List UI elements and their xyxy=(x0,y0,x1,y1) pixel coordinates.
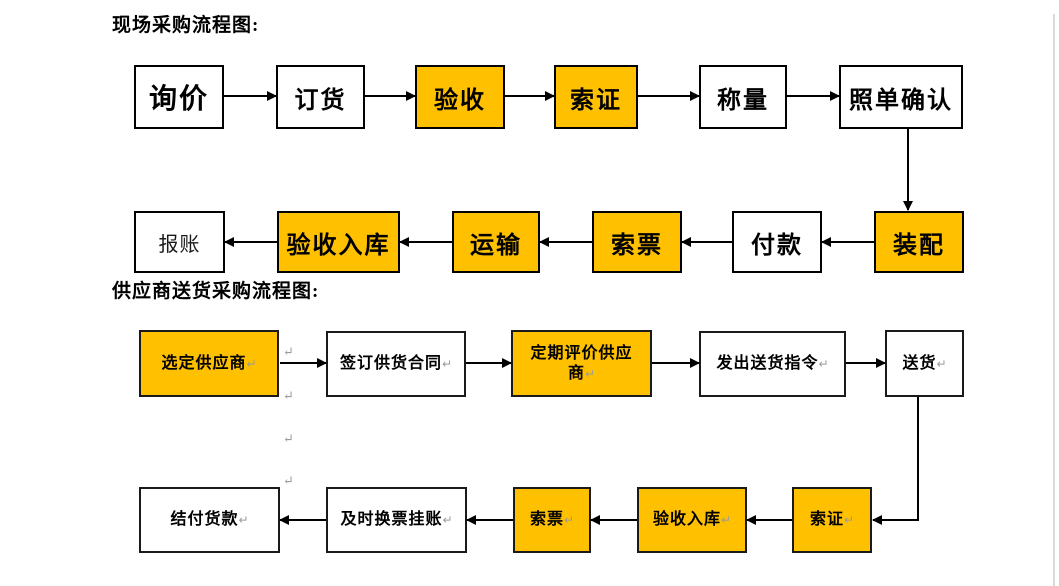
flow-arrow xyxy=(466,358,512,368)
paragraph-mark-icon: ↵ xyxy=(246,356,257,371)
flow-arrow xyxy=(399,237,452,247)
flow-node-label: 签订供货合同 xyxy=(339,355,442,372)
flow1-title: 现场采购流程图: xyxy=(112,15,260,36)
flow-node-label: 装配 xyxy=(893,232,945,259)
flow-arrow xyxy=(224,237,277,247)
flow-node-label: 送货 xyxy=(902,354,937,372)
paragraph-mark-icon: ↵ xyxy=(283,344,294,359)
flow-arrow xyxy=(652,358,700,368)
paragraph-mark-icon: ↵ xyxy=(818,357,829,371)
flow-node: 验收 xyxy=(415,65,505,129)
flow-arrow xyxy=(638,91,700,101)
flow-arrow xyxy=(539,237,592,247)
flow-node: 签订供货合同↵ xyxy=(326,331,466,397)
flow-node-label: 照单确认 xyxy=(849,87,953,114)
paragraph-mark-icon: ↵ xyxy=(441,357,453,371)
flow-arrow xyxy=(365,91,416,101)
flow-node: 订货 xyxy=(276,65,365,129)
paragraph-mark-icon: ↵ xyxy=(936,356,947,371)
flow-node-label: 索票 xyxy=(611,232,663,259)
flow-node: 结付货款↵ xyxy=(139,487,280,553)
flow-node-label: 验收入库 xyxy=(286,232,391,259)
flow-arrow xyxy=(224,91,277,101)
flow-node: 索票↵ xyxy=(513,487,591,553)
flow-node-label: 选定供应商 xyxy=(161,354,247,372)
flow-node-label: 报账 xyxy=(158,233,201,256)
flow-node: 发出送货指令↵ xyxy=(699,331,846,397)
flow-node: 索票 xyxy=(592,211,682,273)
flow-node-label: 定期评价供应商 xyxy=(530,344,633,382)
paragraph-mark-icon: ↵ xyxy=(563,513,575,527)
flow-arrow xyxy=(279,515,326,525)
flow-node: 定期评价供应商↵ xyxy=(511,330,652,397)
flow2-title: 供应商送货采购流程图: xyxy=(112,281,320,302)
flow-arrow xyxy=(872,515,919,525)
flow-node-label: 订货 xyxy=(294,87,347,114)
flow-node: 索证 xyxy=(554,65,638,129)
flow-arrow xyxy=(590,515,637,525)
flow-node-label: 称量 xyxy=(717,87,769,114)
flow-arrow xyxy=(466,515,513,525)
flow-node: 运输 xyxy=(452,211,540,273)
flow-node-label: 付款 xyxy=(751,232,803,259)
paragraph-mark-icon: ↵ xyxy=(283,473,294,488)
flow-node: 送货↵ xyxy=(885,330,964,397)
flow-connector xyxy=(917,397,919,521)
flow-node: 询价 xyxy=(134,65,224,129)
flow-node-label: 验收入库 xyxy=(652,511,721,528)
flow-node: 装配 xyxy=(874,211,964,273)
flow-arrow xyxy=(903,129,913,211)
flow-node: 索证↵ xyxy=(792,487,872,553)
flow-node: 验收入库 xyxy=(277,211,400,273)
flow-node-label: 及时换票挂账 xyxy=(340,511,443,528)
paragraph-mark-icon: ↵ xyxy=(843,513,855,527)
page-edge-divider xyxy=(1053,14,1055,586)
flow-node-label: 验收 xyxy=(434,87,486,114)
flow-arrow xyxy=(746,515,792,525)
flow-node-label: 运输 xyxy=(470,232,522,259)
flow-node: 报账 xyxy=(134,211,225,273)
flow-node: 及时换票挂账↵ xyxy=(326,487,467,553)
flow-arrow xyxy=(787,91,840,101)
paragraph-mark-icon: ↵ xyxy=(584,366,596,381)
flow-node-label: 发出送货指令 xyxy=(716,355,819,372)
flow-node-label: 索证 xyxy=(809,511,844,528)
flow-node-label: 索票 xyxy=(529,511,564,528)
flow-node-label: 询价 xyxy=(148,84,209,115)
flow-arrow xyxy=(846,358,886,368)
flow-arrow xyxy=(681,237,732,247)
flow-node: 付款 xyxy=(732,211,822,273)
flow-node: 验收入库↵ xyxy=(637,487,747,553)
flow-node: 称量 xyxy=(699,65,787,129)
flow-arrow xyxy=(505,91,555,101)
flow-node: 选定供应商↵ xyxy=(139,330,279,397)
paragraph-mark-icon: ↵ xyxy=(442,513,453,527)
flow-arrow xyxy=(280,358,327,368)
paragraph-mark-icon: ↵ xyxy=(720,513,732,527)
flow-node-label: 结付货款 xyxy=(170,511,239,528)
flow-arrow xyxy=(821,237,874,247)
paragraph-mark-icon: ↵ xyxy=(283,431,294,446)
flow-node-label: 索证 xyxy=(570,87,622,114)
flow-node: 照单确认 xyxy=(839,65,963,129)
paragraph-mark-icon: ↵ xyxy=(238,513,249,527)
paragraph-mark-icon: ↵ xyxy=(283,388,294,403)
